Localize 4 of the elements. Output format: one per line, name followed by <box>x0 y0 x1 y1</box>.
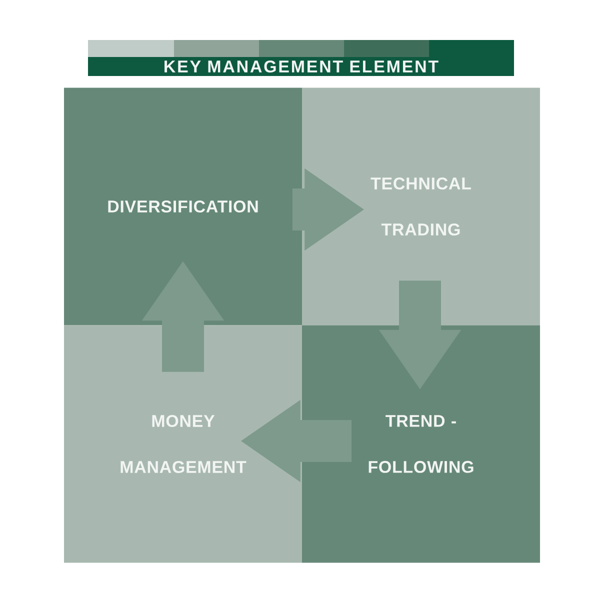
quadrant-box: DIVERSIFICATION <box>64 88 302 326</box>
quadrant-box: TREND - FOLLOWING <box>302 325 540 563</box>
quadrant-box: TECHNICAL TRADING <box>302 88 540 326</box>
quadrant-box: MONEY MANAGEMENT <box>64 325 302 563</box>
